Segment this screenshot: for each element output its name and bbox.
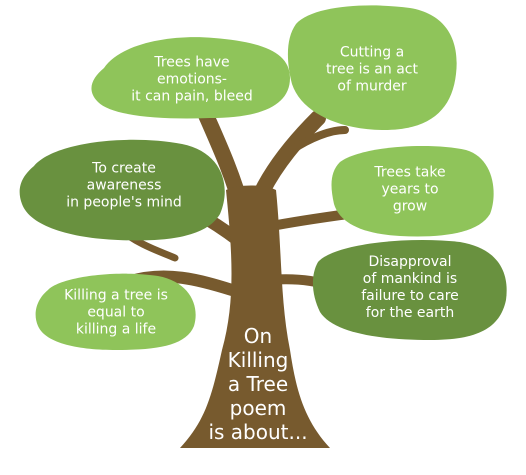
leaf-disapproval-shape [312, 240, 507, 340]
leaf-murder-shape [287, 5, 457, 130]
leaf-line: Cutting a [339, 44, 405, 61]
leaf-line: awareness [86, 177, 162, 194]
leaf-line: of murder [337, 78, 407, 95]
branch-right-twig [288, 126, 349, 154]
leaf-line: Trees take [374, 164, 446, 181]
leaf-line: in people's mind [66, 194, 182, 211]
leaf-line: of mankind is [362, 271, 458, 287]
leaf-line: grow [392, 198, 428, 215]
leaf-line: Killing a tree is [64, 287, 168, 304]
leaf-line: for the earth [365, 305, 455, 321]
trunk-title-line: poem [229, 396, 287, 420]
trunk-title-line: On [243, 324, 273, 348]
leaf-life-shape [35, 273, 196, 350]
leaf-line: tree is an act [326, 61, 418, 78]
leaf-line: it can pain, bleed [131, 88, 253, 105]
leaf-line: killing a life [75, 321, 157, 338]
leaf-years-shape [331, 146, 494, 237]
leaf-emotions-shape [91, 37, 290, 119]
leaf-line: emotions- [157, 71, 227, 88]
leaf-line: Disapproval [368, 254, 452, 270]
tree-trunk [180, 185, 330, 448]
leaf-line: equal to [87, 304, 145, 321]
leaf-line: To create [92, 160, 156, 177]
trunk-title-line: Killing [227, 348, 289, 372]
leaf-line: failure to care [361, 288, 459, 304]
leaf-line: Trees have [154, 54, 230, 71]
trunk-title-line: a Tree [227, 372, 289, 396]
leaf-line: years to [381, 181, 439, 198]
trunk-title-line: is about... [208, 420, 308, 444]
leaf-awareness-shape [19, 139, 225, 241]
